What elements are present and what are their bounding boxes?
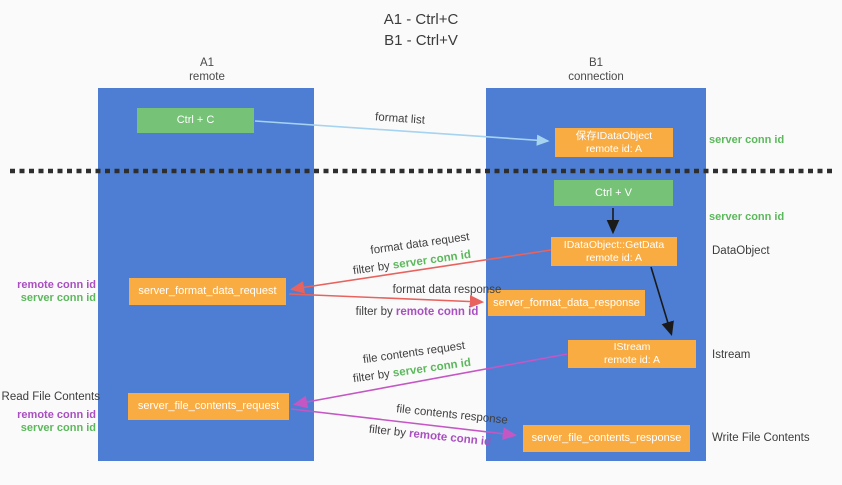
save-dataobject-line1: 保存IDataObject — [575, 129, 653, 142]
node-istream: IStream remote id: A — [568, 340, 696, 368]
node-file-request: server_file_contents_request — [128, 393, 289, 420]
annotation-write-file-contents: Write File Contents — [712, 432, 810, 444]
filter-prefix: filter by — [355, 306, 396, 318]
save-dataobject-line2: remote id: A — [585, 142, 643, 155]
label-format-data-response: format data response — [392, 284, 502, 296]
lane-header-a1: A1 remote — [147, 56, 267, 84]
filter-id-remote: remote conn id — [408, 427, 492, 449]
annotation-remote-conn-id-2: remote conn id — [17, 409, 96, 421]
lane-b1-name: B1 — [588, 57, 604, 69]
filter-prefix: filter by — [352, 367, 394, 386]
istream-line1: IStream — [613, 341, 651, 353]
ctrl-c-label: Ctrl + C — [176, 114, 215, 126]
lane-a1-role: remote — [189, 71, 225, 83]
file-response-label: server_file_contents_response — [531, 432, 682, 444]
lane-b1-role: connection — [568, 71, 624, 83]
node-save-dataobject: 保存IDataObject remote id: A — [555, 128, 673, 157]
format-response-label: server_format_data_response — [493, 296, 640, 309]
annotation-server-conn-id-2: server conn id — [20, 422, 96, 434]
file-request-label: server_file_contents_request — [137, 400, 280, 412]
annotation-server-conn-id-mid: server conn id — [709, 211, 785, 223]
node-ctrl-v: Ctrl + V — [554, 180, 673, 206]
page-title: A1 - Ctrl+C B1 - Ctrl+V — [0, 9, 842, 51]
annotation-istream: Istream — [712, 349, 751, 361]
annotation-remote-conn-id-1: remote conn id — [17, 279, 96, 291]
label-format-list: format list — [374, 111, 426, 127]
annotation-read-file-contents: Read File Contents — [1, 391, 100, 403]
istream-line2: remote id: A — [603, 354, 661, 366]
filter-prefix: filter by — [352, 259, 394, 278]
node-ctrl-c: Ctrl + C — [137, 108, 254, 133]
format-request-label: server_format_data_request — [138, 285, 277, 297]
node-getdata: IDataObject::GetData remote id: A — [551, 237, 677, 266]
getdata-line1: IDataObject::GetData — [563, 238, 665, 251]
ctrl-v-label: Ctrl + V — [595, 186, 632, 199]
filter-prefix: filter by — [368, 423, 410, 440]
filter-id-remote: remote conn id — [395, 306, 479, 318]
node-format-response: server_format_data_response — [488, 290, 645, 316]
annotation-server-conn-id-top: server conn id — [709, 134, 785, 146]
node-file-response: server_file_contents_response — [523, 425, 690, 452]
getdata-line2: remote id: A — [585, 251, 643, 264]
lane-header-b1: B1 connection — [536, 56, 656, 84]
label-filter-by-remote-1: filter by remote conn id — [356, 306, 479, 318]
title-line-1: A1 - Ctrl+C — [383, 11, 459, 28]
lane-a1-name: A1 — [199, 57, 215, 69]
annotation-dataobject: DataObject — [712, 245, 770, 257]
label-filter-by-remote-2: filter by remote conn id — [368, 424, 491, 449]
title-line-2: B1 - Ctrl+V — [384, 32, 458, 49]
annotation-server-conn-id-1: server conn id — [20, 292, 96, 304]
node-format-request: server_format_data_request — [129, 278, 286, 305]
